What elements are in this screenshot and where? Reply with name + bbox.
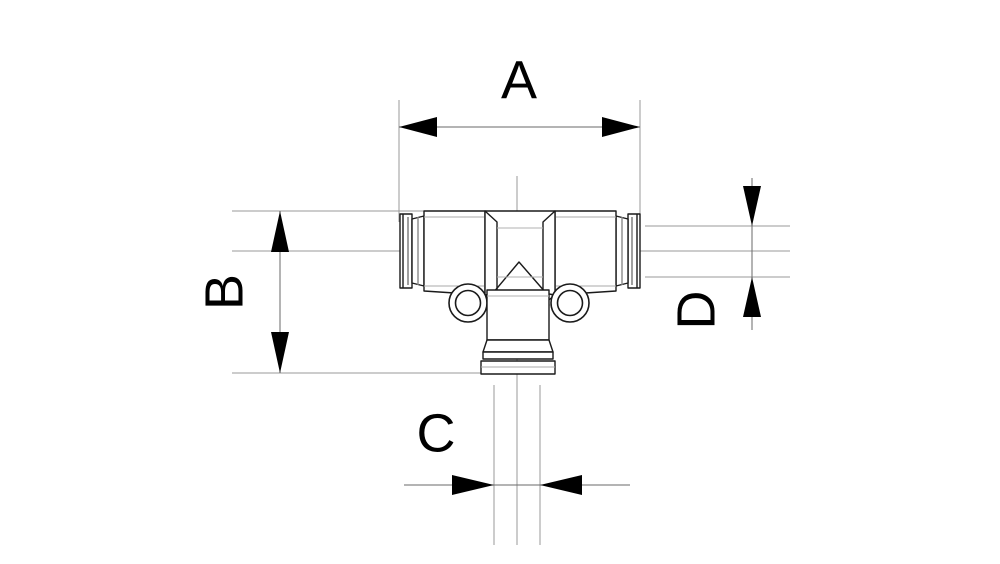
dimension-a: A bbox=[399, 50, 640, 137]
arrowhead-a-right bbox=[602, 117, 640, 137]
tee-fitting-assembly bbox=[399, 210, 641, 375]
right-collet-flange bbox=[627, 213, 641, 289]
arrowhead-c-left bbox=[452, 475, 494, 495]
dim-label-b: B bbox=[194, 274, 254, 310]
arrowhead-b-top bbox=[271, 211, 289, 252]
dimension-d: D bbox=[666, 178, 761, 330]
oring-bosses bbox=[448, 283, 590, 323]
bottom-stem-barrel bbox=[486, 289, 550, 341]
bottom-collet-groove bbox=[482, 351, 554, 360]
dimension-c: C bbox=[404, 403, 630, 495]
dim-label-c: C bbox=[417, 403, 456, 463]
dim-label-a: A bbox=[501, 50, 537, 110]
tee-junction-vee bbox=[492, 261, 547, 294]
arrowhead-a-left bbox=[399, 117, 437, 137]
left-collet-flange bbox=[399, 213, 413, 289]
bottom-stem-taper bbox=[482, 339, 554, 353]
right-oring-outer-circle bbox=[550, 283, 590, 323]
arrowhead-d-top bbox=[743, 186, 761, 226]
left-oring-inner-circle bbox=[454, 289, 482, 317]
arrowhead-c-right bbox=[540, 475, 582, 495]
right-oring-inner-circle bbox=[556, 289, 584, 317]
arrowhead-b-bottom bbox=[271, 332, 289, 373]
dimension-b: B bbox=[194, 211, 289, 373]
arrowhead-d-bottom bbox=[743, 277, 761, 317]
right-body-barrel bbox=[554, 210, 617, 296]
left-body-barrel bbox=[423, 210, 486, 296]
dim-label-d: D bbox=[666, 291, 726, 330]
